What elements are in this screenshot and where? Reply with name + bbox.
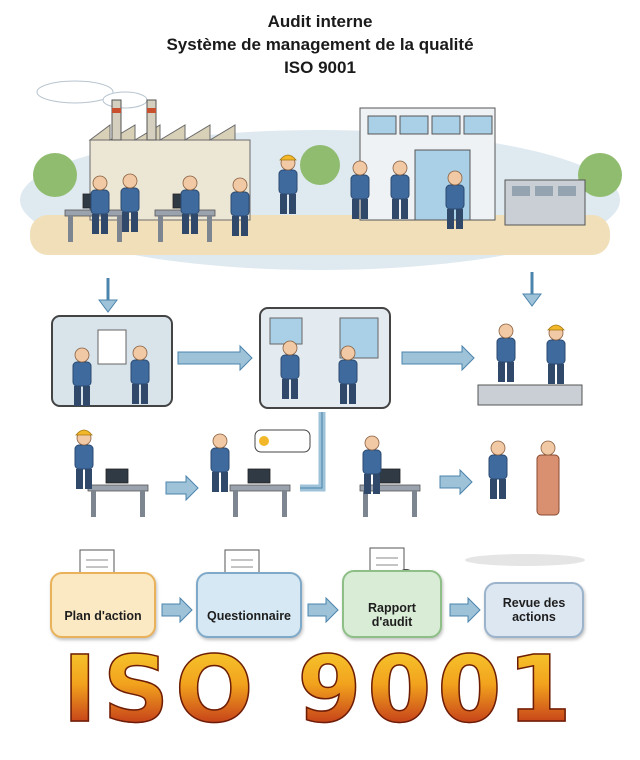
- scene-office-meeting: [259, 307, 391, 409]
- scene-document-review: [51, 315, 173, 407]
- scene-auditor-laptop: [75, 430, 149, 518]
- arrow-row3-2: [439, 468, 473, 496]
- down-arrow-left: [98, 278, 118, 313]
- step-card-rapport-audit: Rapport d'audit: [342, 570, 442, 638]
- iso-9001-banner: ISO 9001: [0, 639, 640, 741]
- diagram-title: Audit interne Système de management de l…: [0, 10, 640, 79]
- step-label: Rapport d'audit: [368, 601, 416, 629]
- scene-management-review: [465, 440, 585, 566]
- arrow-row2-1: [177, 344, 253, 372]
- arrow-card-2-3: [307, 596, 339, 624]
- step-label: Plan d'action: [64, 609, 142, 623]
- step-card-revue-actions: Revue des actions: [484, 582, 584, 638]
- down-arrow-right: [522, 272, 542, 307]
- title-line-1: Audit interne: [267, 12, 373, 31]
- scene-questionnaire-entry: [210, 429, 311, 518]
- step-card-plan-action: Plan d'action: [50, 572, 156, 638]
- arrow-card-3-4: [449, 596, 481, 624]
- scene-inspection: [477, 323, 583, 406]
- step-card-questionnaire: Questionnaire: [196, 572, 302, 638]
- arrow-row2-2: [401, 344, 475, 372]
- arrow-row3-1: [165, 474, 199, 502]
- title-line-3: ISO 9001: [284, 58, 356, 77]
- scene-report-writing: [359, 435, 421, 518]
- step-label: Revue des actions: [502, 596, 566, 624]
- arrow-card-1-2: [161, 596, 193, 624]
- factory-scene: [20, 80, 622, 270]
- title-line-2: Système de management de la qualité: [166, 35, 474, 54]
- step-label: Questionnaire: [206, 609, 292, 623]
- banner-text: ISO 9001: [62, 636, 578, 743]
- connector-row2-row3: [300, 412, 326, 492]
